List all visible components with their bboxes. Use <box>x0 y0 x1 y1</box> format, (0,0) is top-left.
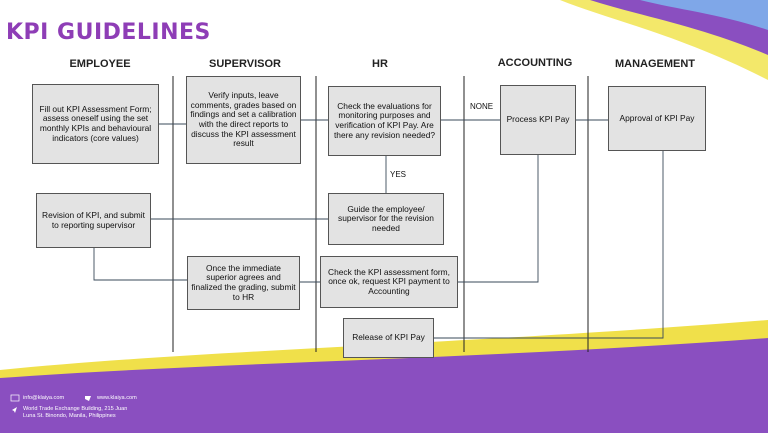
location-icon <box>12 407 17 413</box>
step-approval-kpi-pay: Approval of KPI Pay <box>608 86 706 151</box>
email-icon <box>10 394 20 402</box>
page-title: KPI GUIDELINES <box>6 20 211 45</box>
footer-website[interactable]: www.klaiya.com <box>97 395 137 401</box>
connector-checkform-to-process <box>458 155 539 283</box>
bottom-wave-purple <box>0 338 768 433</box>
step-check-evaluations: Check the evaluations for monitoring pur… <box>328 86 441 156</box>
connector-revision-to-agree <box>93 248 187 281</box>
step-release-kpi-pay: Release of KPI Pay <box>343 318 434 358</box>
step-process-kpi-pay: Process KPI Pay <box>500 85 576 155</box>
footer-address-line-2: Luna St. Binondo, Manila, Philippines <box>23 413 116 419</box>
step-superior-agrees: Once the immediate superior agrees and f… <box>187 256 300 310</box>
top-right-wave-blue <box>640 0 768 30</box>
step-fill-out-assessment: Fill out KPI Assessment Form; assess one… <box>32 84 159 164</box>
edge-label-none: NONE <box>470 102 494 111</box>
web-icon <box>85 396 91 401</box>
lane-header-hr: HR <box>372 58 388 70</box>
footer-address-line-1: World Trade Exchange Building, 215 Juan <box>23 406 128 412</box>
step-verify-inputs: Verify inputs, leave comments, grades ba… <box>186 76 301 164</box>
connector-release-to-approval <box>434 151 664 339</box>
lane-header-employee: EMPLOYEE <box>69 58 131 70</box>
footer-email[interactable]: info@klaiya.com <box>23 395 65 401</box>
step-guide-revision: Guide the employee/ supervisor for the r… <box>328 193 444 245</box>
lane-header-management: MANAGEMENT <box>614 58 696 70</box>
lane-header-accounting: ACCOUNTING <box>497 57 573 69</box>
edge-label-yes: YES <box>390 170 407 179</box>
step-check-assessment-form: Check the KPI assessment form, once ok, … <box>320 256 458 308</box>
lane-header-supervisor: SUPERVISOR <box>209 58 281 70</box>
step-revision-of-kpi: Revision of KPI, and submit to reporting… <box>36 193 151 248</box>
